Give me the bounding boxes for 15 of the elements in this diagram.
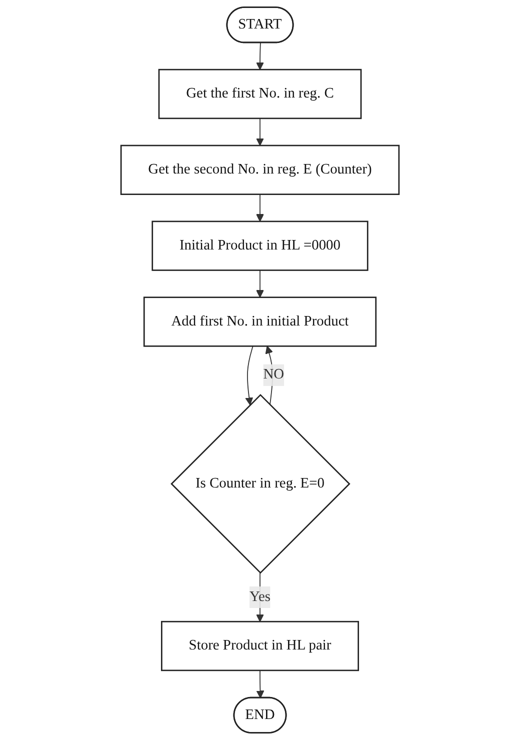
arrow [256,194,264,222]
edge-label: NO [263,366,284,382]
node-diamond: Is Counter in reg. E=0 [170,394,350,574]
arrow [256,270,264,298]
node-box: Get the first No. in reg. C [158,68,362,120]
edge-label: Yes [249,589,271,604]
node-box: Add first No. in initial Product [143,296,377,347]
arrow [256,118,264,146]
arrow [256,42,264,70]
node-box: Get the second No. in reg. E (Counter) [120,144,400,195]
arrow [256,670,264,698]
arrow [265,346,274,406]
node-box: Store Product in HL pair [160,620,360,672]
arrow [245,346,254,406]
node-box: Initial Product in HL =0000 [152,220,368,271]
